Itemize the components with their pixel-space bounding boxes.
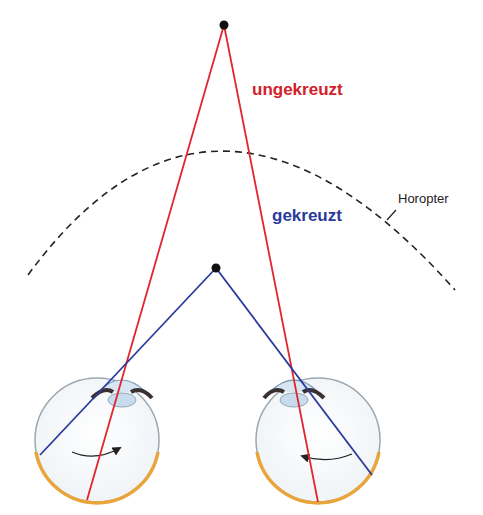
crossed-ray xyxy=(216,268,372,475)
horopter-arc xyxy=(28,151,455,290)
near-point xyxy=(212,264,221,273)
far-point xyxy=(220,21,229,30)
retina xyxy=(36,452,158,503)
eyeball xyxy=(256,378,380,502)
right-eye xyxy=(256,378,380,503)
blue-label: gekreuzt xyxy=(272,206,342,226)
red-label: ungekreuzt xyxy=(252,80,343,100)
leader-line xyxy=(387,210,396,220)
rotation-arrow xyxy=(72,448,120,456)
lens xyxy=(108,393,136,407)
crossed-ray xyxy=(40,268,216,455)
arc-label: Horopter xyxy=(398,192,449,207)
uncrossed-ray xyxy=(87,25,224,500)
lens xyxy=(280,393,308,407)
